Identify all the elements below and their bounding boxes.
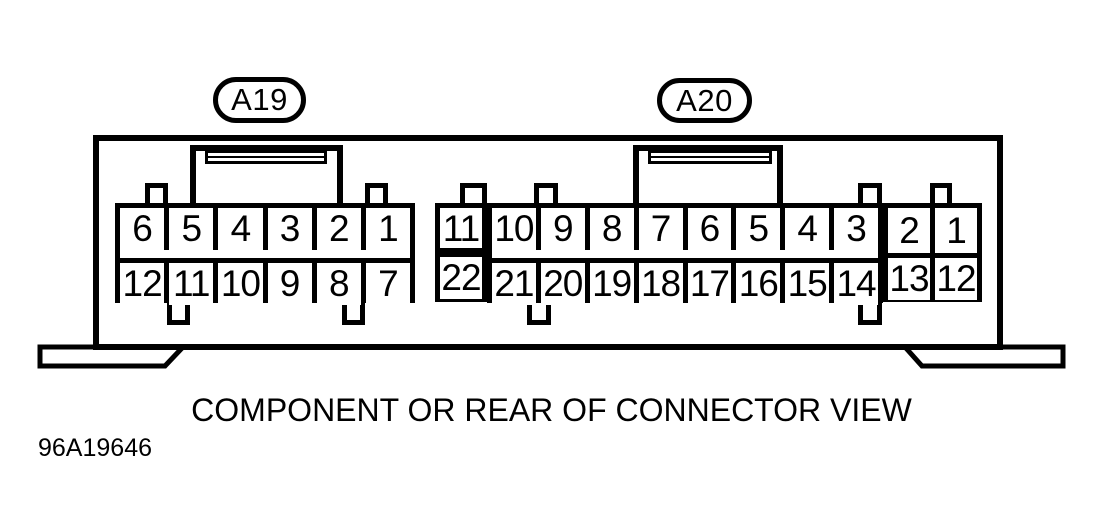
- pin-cell: 3: [834, 208, 878, 250]
- alignment-tab-top: [930, 183, 952, 204]
- pin-cell: 1: [365, 208, 410, 250]
- connector-label-text: A19: [231, 82, 288, 117]
- pin-cell: 7: [365, 263, 410, 305]
- pin-cell: 2: [888, 208, 930, 253]
- pin-cell: 7: [638, 208, 683, 250]
- alignment-tab-top: [460, 183, 487, 204]
- latch-bar-a20: [648, 150, 772, 164]
- pin-cell: 11: [440, 208, 482, 250]
- connector-label-text: A20: [676, 82, 733, 118]
- pin-cell: 6: [687, 208, 732, 250]
- figure-number: 96A19646: [38, 434, 153, 462]
- pin-cell: 4: [785, 208, 830, 250]
- row-separator: [492, 250, 878, 258]
- pin-grid-a20-left-block: 11 22: [435, 203, 487, 302]
- pin-cell: 9: [267, 263, 312, 305]
- pin-cell: 13: [888, 258, 930, 300]
- pin-cell: 6: [120, 208, 165, 250]
- pin-cell: 11: [169, 263, 214, 305]
- pin-cell: 22: [440, 257, 482, 299]
- pin-cell: 5: [169, 208, 214, 250]
- pin-cell: 12: [120, 263, 165, 305]
- pin-cell: 10: [218, 263, 263, 305]
- pin-row-top: 11: [440, 208, 482, 250]
- mounting-foot-right: [899, 344, 1066, 369]
- alignment-tab-top: [534, 183, 558, 204]
- pin-cell: 20: [540, 263, 585, 305]
- row-separator: [120, 250, 410, 258]
- alignment-tab-bottom: [527, 303, 551, 325]
- alignment-tab-top: [145, 183, 168, 204]
- pin-cell: 18: [638, 263, 683, 305]
- alignment-tab-bottom: [858, 303, 882, 325]
- alignment-tab-top: [365, 183, 388, 204]
- pin-cell: 12: [935, 258, 977, 300]
- row-separator: [888, 253, 977, 258]
- alignment-tab-bottom: [167, 303, 190, 325]
- pin-cell: 15: [785, 263, 830, 305]
- pin-cell: 5: [736, 208, 781, 250]
- pin-cell: 16: [736, 263, 781, 305]
- pin-cell: 8: [589, 208, 634, 250]
- connector-label-a19: A19: [213, 77, 306, 123]
- latch-bar-a19: [205, 150, 327, 164]
- caption-text: COMPONENT OR REAR OF CONNECTOR VIEW: [191, 392, 912, 428]
- pin-cell: 10: [492, 208, 536, 250]
- pin-cell: 19: [589, 263, 634, 305]
- row-separator: [440, 248, 482, 257]
- pin-cell: 2: [316, 208, 361, 250]
- pin-row-bottom: 22: [440, 257, 482, 299]
- pin-cell: 21: [492, 263, 536, 305]
- pin-cell: 8: [316, 263, 361, 305]
- connector-label-a20: A20: [657, 78, 752, 123]
- pin-cell: 17: [687, 263, 732, 305]
- pin-cell: 14: [834, 263, 878, 305]
- pin-cell: 3: [267, 208, 312, 250]
- pin-cell: 4: [218, 208, 263, 250]
- alignment-tab-bottom: [342, 303, 365, 325]
- pin-cell: 1: [935, 208, 977, 253]
- pin-cell: 9: [540, 208, 585, 250]
- alignment-tab-top: [858, 183, 882, 204]
